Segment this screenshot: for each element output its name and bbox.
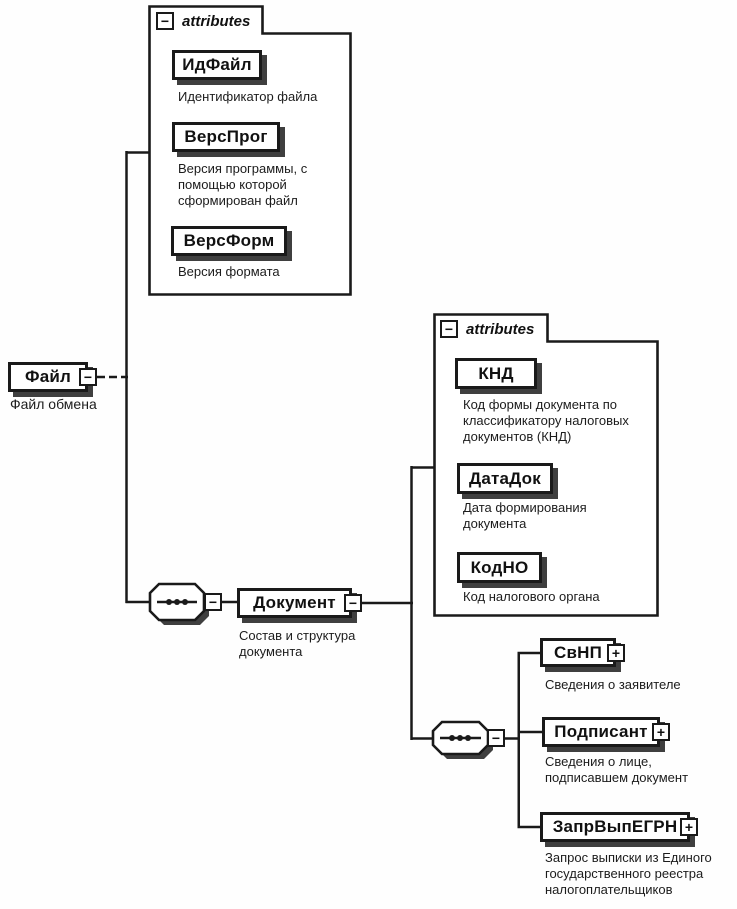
element-box-svnp[interactable]: СвНП — [540, 638, 616, 667]
connector-lines — [97, 151, 543, 829]
collapse-sign: − — [444, 321, 454, 337]
collapse-icon-sequence-document[interactable]: − — [487, 729, 505, 747]
collapse-icon-attributes-document[interactable]: − — [440, 320, 458, 338]
sequence-icon-dot — [457, 735, 463, 741]
annotation-knd: Код формы документа по классификатору на… — [463, 397, 629, 444]
collapse-sign: − — [348, 595, 358, 611]
sequence-icon-dot — [166, 599, 172, 605]
attribute-box-datadok[interactable]: ДатаДок — [457, 463, 553, 494]
element-name: СвНП — [553, 642, 603, 662]
annotation-idfile: Идентификатор файла — [178, 89, 318, 104]
sequence-icon-dot — [449, 735, 455, 741]
element-name: Документ — [253, 593, 336, 612]
element-name: Подписант — [554, 722, 648, 741]
attribute-name: ДатаДок — [469, 468, 541, 488]
expand-sign: + — [684, 819, 694, 835]
collapse-icon-sequence-file[interactable]: − — [204, 593, 222, 611]
collapse-icon-attributes-file[interactable]: − — [156, 12, 174, 30]
collapse-sign: − — [491, 730, 501, 746]
collapse-icon-file[interactable]: − — [79, 368, 97, 386]
sequence-icon-dot — [465, 735, 471, 741]
attribute-box-idfile[interactable]: ИдФайл — [172, 50, 262, 80]
attribute-name: КНД — [478, 363, 514, 383]
attribute-box-knd[interactable]: КНД — [455, 358, 537, 389]
annotation-versprog: Версия программы, с помощью которой сфор… — [178, 161, 308, 208]
element-box-file[interactable]: Файл — [8, 362, 88, 392]
annotation-kodno: Код налогового органа — [463, 589, 600, 604]
attributes-header-document: attributes — [466, 321, 535, 338]
collapse-sign: − — [208, 594, 218, 610]
element-name: ЗапрВыпЕГРН — [552, 817, 678, 836]
attribute-name: ВерсПрог — [184, 127, 268, 146]
expand-icon-podpisant[interactable]: + — [652, 723, 670, 741]
attribute-name: КодНО — [470, 557, 529, 577]
element-box-zaprvypegrn[interactable]: ЗапрВыпЕГРН — [540, 812, 690, 842]
collapse-sign: − — [83, 369, 93, 385]
attributes-header-file: attributes — [182, 13, 251, 30]
annotation-versform: Версия формата — [178, 264, 280, 279]
attribute-box-versform[interactable]: ВерсФорм — [171, 226, 287, 256]
expand-sign: + — [611, 645, 621, 661]
annotation-datadok: Дата формирования документа — [463, 500, 587, 531]
expand-icon-zaprvypegrn[interactable]: + — [680, 818, 698, 836]
attribute-name: ВерсФорм — [183, 231, 275, 250]
sequence-icon-dot — [174, 599, 180, 605]
sequence-icon-file[interactable] — [148, 582, 209, 625]
sequence-icon-dot — [182, 599, 188, 605]
attribute-box-versprog[interactable]: ВерсПрог — [172, 122, 280, 152]
expand-icon-svnp[interactable]: + — [607, 644, 625, 662]
element-name: Файл — [24, 367, 71, 386]
expand-sign: + — [656, 724, 666, 740]
annotation-file: Файл обмена — [10, 396, 97, 412]
annotation-zaprvypegrn: Запрос выписки из Единого государственно… — [545, 850, 712, 897]
attribute-name: ИдФайл — [182, 55, 252, 74]
annotation-svnp: Сведения о заявителе — [545, 677, 681, 692]
annotation-document: Состав и структура документа — [239, 628, 356, 659]
element-box-document[interactable]: Документ — [237, 588, 352, 618]
collapse-icon-document[interactable]: − — [344, 594, 362, 612]
sequence-icon-document[interactable] — [431, 720, 493, 759]
collapse-sign: − — [160, 13, 170, 29]
element-box-podpisant[interactable]: Подписант — [542, 717, 660, 747]
annotation-podpisant: Сведения о лице, подписавшем документ — [545, 754, 689, 785]
attribute-box-kodno[interactable]: КодНО — [457, 552, 542, 583]
